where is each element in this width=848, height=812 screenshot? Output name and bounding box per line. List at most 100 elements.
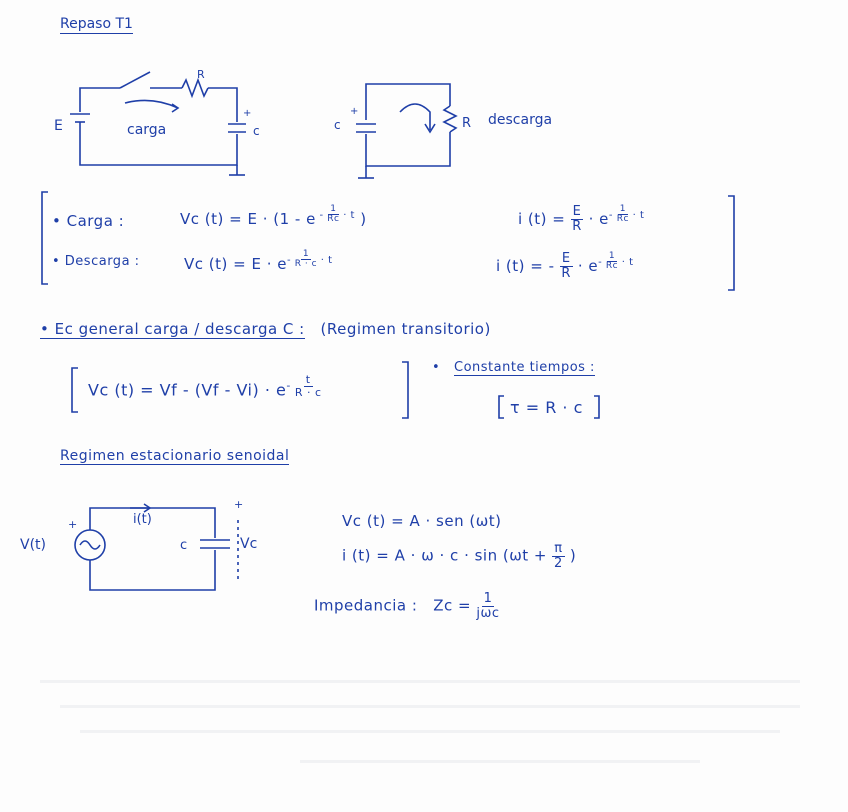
frac-den: Rc (605, 261, 619, 272)
frac-num: 1 (606, 251, 618, 263)
wire (89, 507, 216, 538)
regime-label: (Regimen transitorio) (320, 320, 491, 338)
current-label: carga (127, 122, 167, 138)
plus-sign: + (68, 518, 78, 531)
frac-den: R (572, 218, 582, 234)
carga-label: • Carga : (52, 212, 125, 230)
wire (79, 134, 238, 166)
frac-num: 1 (300, 249, 312, 261)
bullet: • (432, 360, 441, 375)
current-label: i(t) (133, 512, 152, 527)
frac-den: R (561, 265, 571, 281)
sinusoidal-heading: Regimen estacionario senoidal (60, 448, 290, 465)
equation-text: Vc (t) = E · (1 - e (180, 209, 316, 228)
current-arrow-icon (399, 103, 431, 130)
equation-text: Zc = (433, 596, 472, 615)
wire (208, 87, 238, 122)
sinusoidal-circuit (74, 503, 239, 591)
wire (89, 550, 216, 591)
capacitor-label: c (334, 118, 341, 132)
frac-den: Rc (616, 214, 629, 225)
frac-den: 2 (554, 555, 563, 571)
frac-den: R · c (294, 259, 318, 270)
equation-text: i (t) = (518, 209, 566, 228)
left-bracket (498, 395, 504, 419)
wire (365, 83, 451, 120)
close-paren: ) (360, 209, 367, 228)
page-title: Repaso T1 (60, 16, 133, 34)
voltage-label: Vc (240, 536, 258, 552)
arrow-head-icon (424, 123, 436, 134)
general-heading-text: • Ec general carga / descarga C : (40, 320, 305, 339)
arrow-head-icon (171, 103, 180, 113)
discharge-label: descarga (488, 112, 553, 128)
source-label: E (54, 118, 63, 134)
frac-num: E (559, 251, 573, 267)
plus-sign: + (350, 106, 359, 117)
time-constant-heading: Constante tiempos : (454, 360, 595, 376)
capacitor-label: c (180, 538, 188, 553)
close-paren: ) (569, 546, 577, 565)
equation-text: · e (588, 209, 609, 228)
frac-den: jωc (476, 605, 500, 621)
charging-circuit (70, 71, 246, 176)
equation-text: i (t) = A · ω · c · sin (ωt + (342, 546, 547, 565)
left-bracket (71, 367, 78, 413)
frac-den: Rc (327, 214, 340, 225)
resistor-icon (181, 77, 209, 99)
equation-text: Vc (t) = Vf - (Vf - Vi) · e (88, 380, 287, 400)
impedance-label: Impedancia : (314, 596, 418, 615)
sine-wave-icon (79, 540, 101, 550)
switch-icon (119, 71, 151, 89)
bleed-through-line (300, 760, 700, 763)
time-constant-heading-text: Constante tiempos : (454, 360, 595, 376)
arrow-head-icon (143, 503, 152, 513)
bleed-through-line (40, 680, 800, 683)
right-bracket (594, 395, 600, 419)
bleed-through-line (80, 730, 780, 733)
resistor-label: R (197, 68, 205, 81)
resistor-label: R (462, 116, 472, 131)
exponent-suffix: · t (343, 209, 355, 221)
right-bracket (402, 361, 409, 419)
frac-num: 1 (481, 591, 495, 607)
plus-sign: + (234, 498, 244, 511)
equation-text: i (t) = - (496, 256, 555, 275)
general-heading: • Ec general carga / descarga C : (Regim… (40, 320, 491, 339)
capacitor-label: c (253, 124, 260, 138)
frac-num: 1 (328, 204, 339, 216)
source-label: V(t) (20, 537, 46, 553)
wire (365, 132, 451, 167)
frac-den: R · c (294, 385, 322, 399)
resistor-icon (442, 105, 458, 133)
current-arrow-icon (124, 99, 179, 109)
equation-text: · e (577, 256, 599, 275)
frac-num: 1 (617, 204, 628, 216)
frac-num: E (570, 204, 584, 220)
time-constant-formula: τ = R · c (510, 398, 583, 417)
ac-source-icon (74, 529, 106, 561)
exponent-suffix: · t (632, 209, 645, 221)
discharging-circuit (356, 83, 458, 179)
exponent-suffix: · t (320, 254, 333, 266)
vc-sinusoidal-equation: Vc (t) = A · sen (ωt) (342, 512, 502, 530)
left-bracket (41, 191, 48, 285)
descarga-label: • Descarga : (52, 254, 140, 269)
